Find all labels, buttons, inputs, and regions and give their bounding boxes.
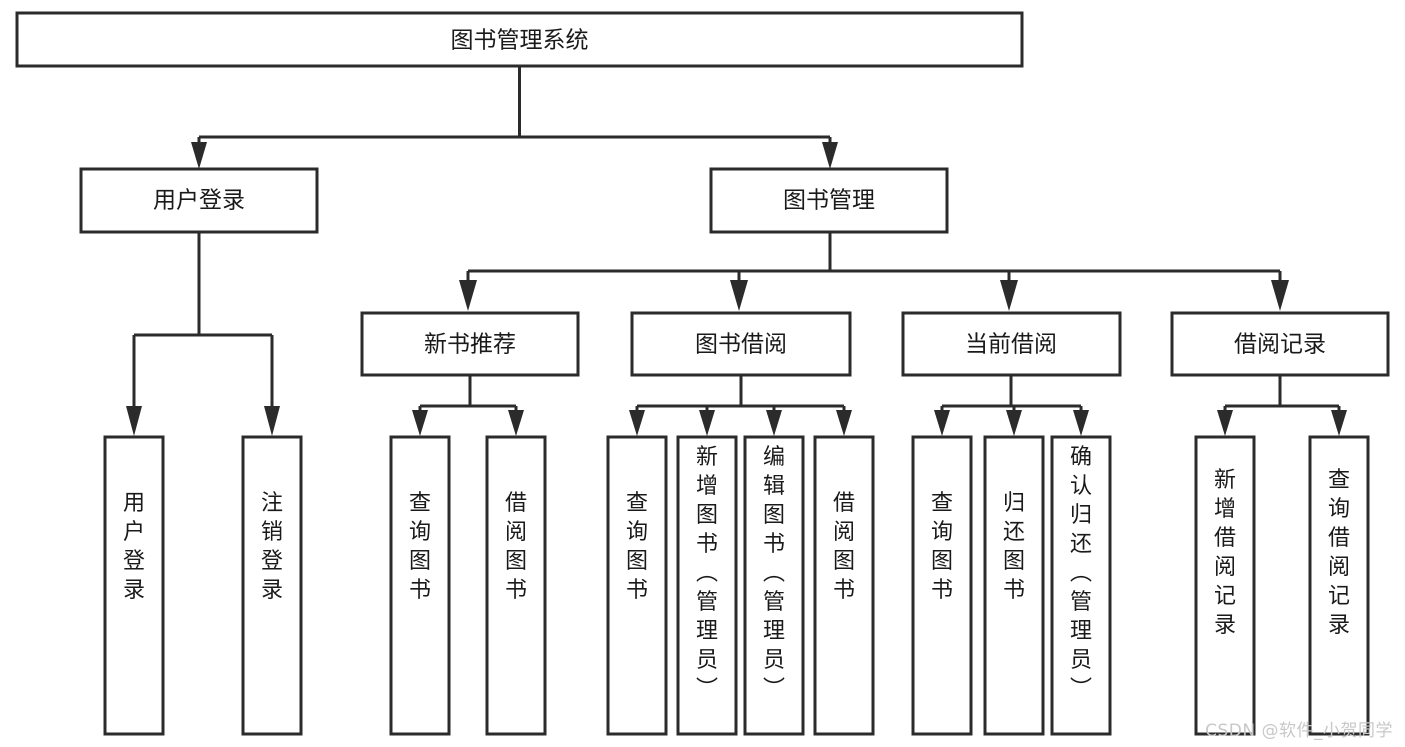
node-book-management-label: 图书管理	[783, 188, 875, 214]
node-new-book-recommend-label: 新书推荐	[424, 332, 516, 358]
node-leaf-edit-book-admin-label: 编辑图书︵管理员︶	[763, 445, 785, 702]
arrow-root-to-book-mgmt	[822, 142, 838, 169]
arrow-to-record	[1271, 280, 1289, 311]
arrow-bookborrow-leaf2	[699, 410, 715, 436]
arrow-bookborrow-leaf1	[629, 410, 645, 436]
arrow-to-newbook	[459, 280, 477, 311]
arrow-current-leaf2	[1006, 410, 1022, 436]
arrow-current-leaf1	[934, 410, 950, 436]
node-current-borrow[interactable]: 当前借阅	[901, 311, 1122, 377]
node-borrow-record[interactable]: 借阅记录	[1170, 311, 1390, 377]
arrow-newbook-leaf2	[508, 410, 524, 436]
node-leaf-return-book-label: 归还图书	[1003, 491, 1025, 603]
edges-current-to-leaves	[934, 375, 1089, 436]
node-leaf-query-book-newbook[interactable]: 查询图书	[389, 435, 451, 736]
node-leaf-borrow-book-label: 借阅图书	[833, 491, 855, 603]
node-user-login-box[interactable]	[79, 167, 319, 234]
node-leaf-borrow-book[interactable]: 借阅图书	[813, 435, 875, 736]
edges-bookborrow-to-leaves	[629, 375, 852, 436]
node-leaf-query-book-borrow[interactable]: 查询图书	[606, 435, 668, 736]
edges-userlogin-to-leaves	[126, 232, 280, 436]
arrow-newbook-leaf1	[412, 410, 428, 436]
csdn-watermark: CSDN @软件_小贺同学	[1205, 721, 1393, 741]
node-root-label: 图书管理系统	[451, 28, 589, 54]
node-leaf-user-login-box[interactable]	[103, 435, 165, 736]
node-leaf-logout-label: 注销登录	[261, 491, 283, 603]
node-leaf-query-book-borrow-label: 查询图书	[626, 491, 648, 603]
node-leaf-query-book-current[interactable]: 查询图书	[911, 435, 973, 736]
edges-bookmgmt-to-level3	[459, 232, 1289, 311]
arrow-to-borrow	[730, 280, 748, 311]
node-book-borrow-box[interactable]	[630, 311, 852, 377]
node-book-management[interactable]: 图书管理	[709, 167, 949, 234]
arrow-record-leaf2	[1331, 410, 1347, 436]
node-book-management-box[interactable]	[709, 167, 949, 234]
node-current-borrow-box[interactable]	[901, 311, 1122, 377]
node-leaf-query-book-borrow-box[interactable]	[606, 435, 668, 736]
node-leaf-query-book-newbook-label: 查询图书	[409, 491, 431, 603]
edges-newbook-to-leaves	[412, 375, 524, 436]
node-book-borrow[interactable]: 图书借阅	[630, 311, 852, 377]
node-leaf-borrow-book-newbook-box[interactable]	[485, 435, 547, 736]
node-leaf-query-borrow-record-box[interactable]	[1308, 435, 1370, 736]
node-leaf-borrow-book-newbook[interactable]: 借阅图书	[485, 435, 547, 736]
node-leaf-query-borrow-record[interactable]: 查询借阅记录	[1308, 435, 1370, 736]
node-user-login-label: 用户登录	[153, 188, 245, 214]
arrow-current-leaf3	[1073, 410, 1089, 436]
node-leaf-borrow-book-box[interactable]	[813, 435, 875, 736]
node-leaf-user-login-label: 用户登录	[123, 491, 145, 603]
node-leaf-add-book-admin[interactable]: 新增图书︵管理员︶	[676, 435, 738, 736]
node-leaf-return-book-box[interactable]	[983, 435, 1045, 736]
node-borrow-record-label: 借阅记录	[1234, 332, 1326, 358]
node-root-box[interactable]	[15, 11, 1024, 68]
node-leaf-borrow-book-newbook-label: 借阅图书	[505, 491, 527, 603]
node-user-login[interactable]: 用户登录	[79, 167, 319, 234]
node-leaf-query-borrow-record-label: 查询借阅记录	[1328, 468, 1350, 638]
node-new-book-recommend-box[interactable]	[360, 311, 580, 377]
arrow-to-current	[1000, 280, 1018, 311]
node-leaf-query-book-current-box[interactable]	[911, 435, 973, 736]
node-leaf-add-book-admin-box[interactable]	[676, 435, 738, 736]
node-leaf-query-book-current-label: 查询图书	[931, 491, 953, 603]
arrow-userlogin-leaf1	[126, 406, 142, 436]
node-leaf-user-login[interactable]: 用户登录	[103, 435, 165, 736]
arrow-userlogin-leaf2	[264, 406, 280, 436]
node-leaf-confirm-return-admin[interactable]: 确认归还︵管理员︶	[1050, 435, 1112, 736]
node-borrow-record-box[interactable]	[1170, 311, 1390, 377]
node-current-borrow-label: 当前借阅	[965, 332, 1057, 358]
node-leaf-query-book-newbook-box[interactable]	[389, 435, 451, 736]
node-leaf-add-borrow-record[interactable]: 新增借阅记录	[1194, 435, 1256, 736]
node-leaf-add-book-admin-label: 新增图书︵管理员︶	[696, 445, 718, 702]
node-root[interactable]: 图书管理系统	[15, 11, 1024, 68]
arrow-bookborrow-leaf4	[836, 410, 852, 436]
node-leaf-add-borrow-record-label: 新增借阅记录	[1214, 468, 1236, 638]
arrow-root-to-user-login	[191, 142, 207, 169]
arrow-record-leaf1	[1217, 410, 1233, 436]
node-leaf-confirm-return-admin-label: 确认归还︵管理员︶	[1070, 445, 1092, 702]
node-leaf-logout-box[interactable]	[241, 435, 303, 736]
node-new-book-recommend[interactable]: 新书推荐	[360, 311, 580, 377]
node-leaf-return-book[interactable]: 归还图书	[983, 435, 1045, 736]
arrow-bookborrow-leaf3	[766, 410, 782, 436]
edges-root-to-level2	[191, 66, 838, 169]
node-leaf-logout[interactable]: 注销登录	[241, 435, 303, 736]
edges-record-to-leaves	[1217, 375, 1347, 436]
node-leaf-confirm-return-admin-box[interactable]	[1050, 435, 1112, 736]
node-leaf-edit-book-admin-box[interactable]	[743, 435, 805, 736]
node-book-borrow-label: 图书借阅	[695, 332, 787, 358]
node-leaf-add-borrow-record-box[interactable]	[1194, 435, 1256, 736]
node-leaf-edit-book-admin[interactable]: 编辑图书︵管理员︶	[743, 435, 805, 736]
